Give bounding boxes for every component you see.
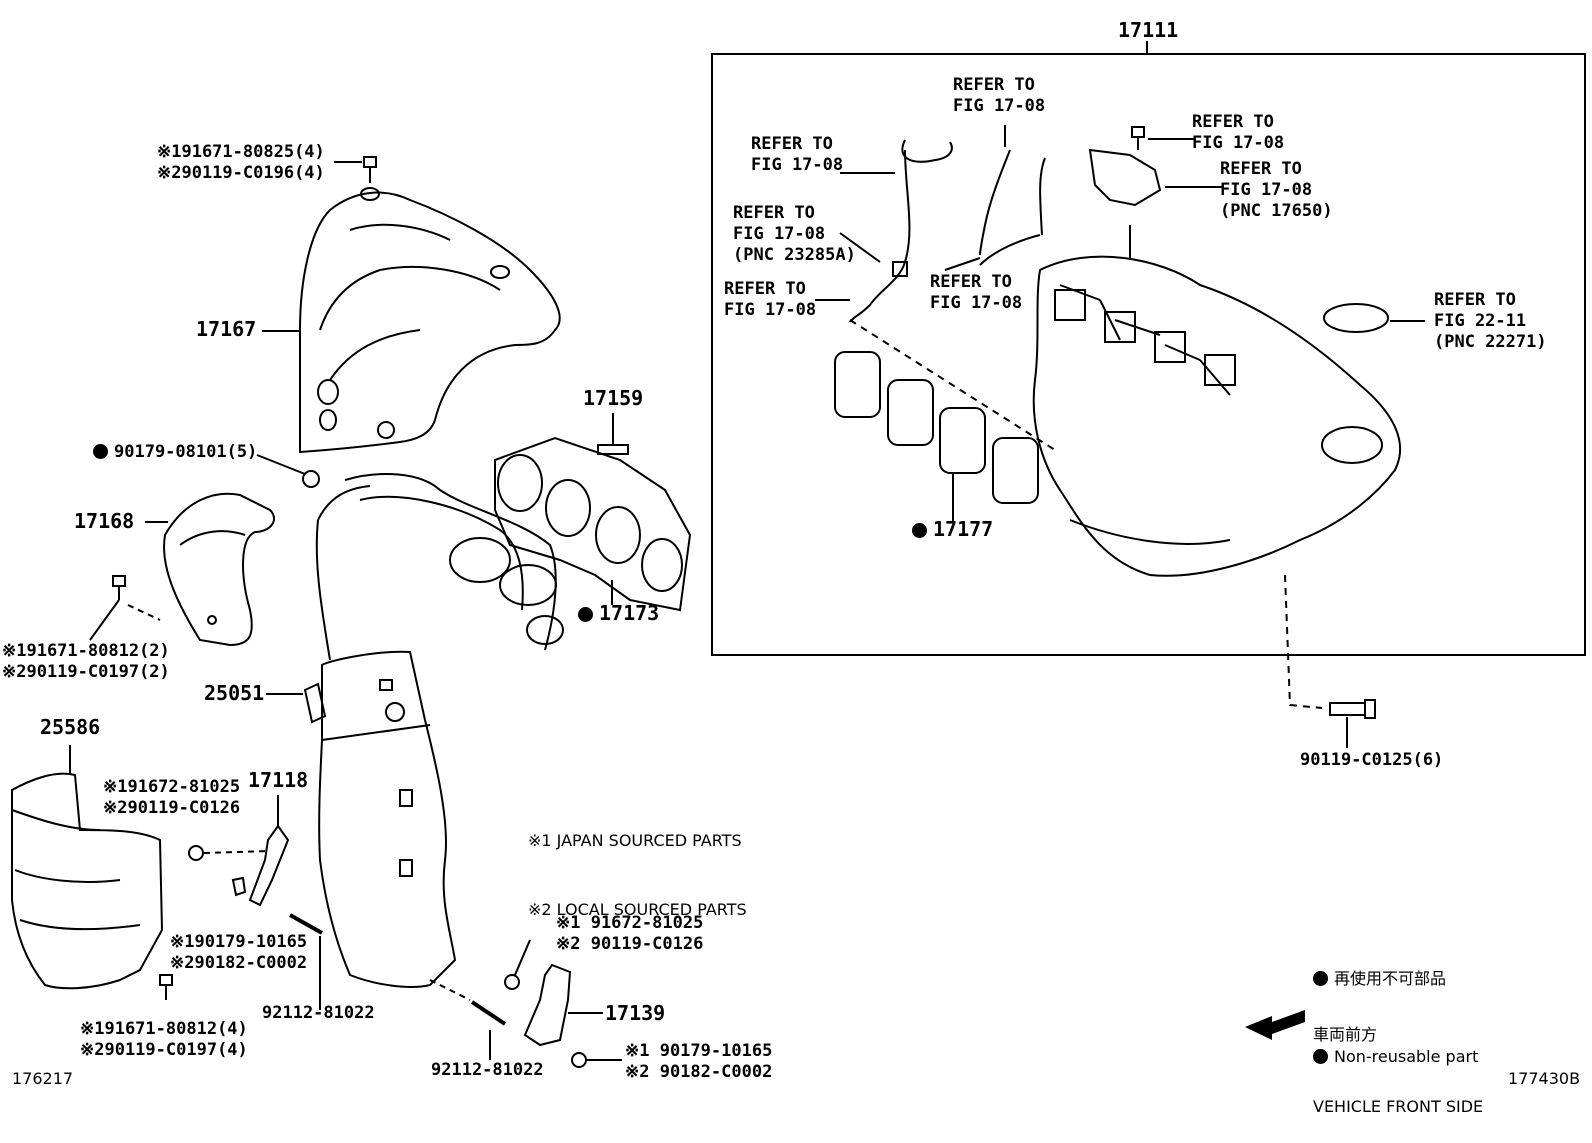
heat-shield-25586	[11, 772, 164, 990]
legend-nonreusable-jp: 再使用不可部品	[1313, 966, 1478, 992]
legend-front: 車両前方 VEHICLE FRONT SIDE	[1313, 975, 1483, 1143]
label-17167: 17167	[196, 317, 257, 341]
hose-c	[979, 149, 1011, 256]
heat-shield-17168	[163, 492, 275, 647]
label-bolt-17139: ※1 91672-81025※2 90119-C0126	[556, 913, 704, 954]
label-17118: 17118	[248, 768, 309, 792]
hose-b	[849, 149, 911, 323]
label-17173: 17173	[578, 603, 659, 624]
legend: 再使用不可部品 Non-reusable part	[1313, 914, 1478, 1096]
heat-insulator-17167	[299, 187, 561, 454]
label-17139: 17139	[605, 1001, 666, 1025]
front-arrow	[1245, 1010, 1305, 1040]
label-nut-17118: ※190179-10165※290182-C0002	[170, 932, 308, 973]
bracket-17118	[248, 824, 290, 907]
label-stud-left: 92112-81022	[262, 1003, 375, 1023]
nonreusable-marker-icon	[912, 523, 927, 538]
label-bolt-17168: ※191671-80812(2)※290119-C0197(2)	[2, 641, 170, 682]
nonreusable-marker-icon	[93, 444, 108, 459]
note-japan: ※1 JAPAN SOURCED PARTS	[528, 831, 742, 850]
nonreusable-marker-icon	[1313, 971, 1328, 986]
hose-d	[1039, 157, 1046, 236]
legend-front-jp: 車両前方	[1313, 1025, 1378, 1044]
label-bolt-top: ※191671-80825(4)※290119-C0196(4)	[157, 142, 325, 183]
label-25586: 25586	[40, 715, 101, 739]
nonreusable-marker-icon	[578, 607, 593, 622]
exhaust-manifold	[315, 473, 564, 661]
label-17159: 17159	[583, 386, 644, 410]
hose-a	[901, 139, 953, 163]
label-nut-heat-insulator: 90179-08101(5)	[93, 442, 257, 463]
label-17168: 17168	[74, 509, 135, 533]
label-stud-right: 92112-81022	[431, 1060, 544, 1080]
label-bolt-17118: ※191672-81025※290119-C0126	[103, 777, 241, 818]
gaskets-17177	[834, 351, 1039, 504]
label-nut-17139: ※1 90179-10165※2 90182-C0002	[625, 1041, 773, 1082]
label-25051: 25051	[204, 681, 265, 705]
gasket-17173	[494, 436, 692, 612]
note-local: ※2 LOCAL SOURCED PARTS	[528, 900, 747, 919]
label-17177: 17177	[912, 519, 993, 540]
legend-nonreusable-en: Non-reusable part	[1313, 1044, 1478, 1070]
nonreusable-marker-icon	[1313, 1049, 1328, 1064]
parts-diagram	[11, 41, 1586, 1068]
hose-e	[979, 234, 1041, 266]
label-bolt-manifold: 90119-C0125(6)	[1300, 750, 1444, 770]
bracket-17139	[523, 963, 572, 1047]
label-17111: 17111	[1118, 18, 1179, 42]
catalytic-converter-25051	[303, 650, 457, 988]
intake-manifold-17111	[1032, 225, 1401, 577]
sourcing-notes: ※1 JAPAN SOURCED PARTS ※2 LOCAL SOURCED …	[528, 783, 747, 944]
label-bolt-25586: ※191671-80812(4)※290119-C0197(4)	[80, 1019, 248, 1060]
footer-right-code: 177430B	[1508, 1069, 1581, 1088]
group-box-17111	[711, 53, 1586, 656]
bolt-top	[363, 156, 377, 183]
footer-left-code: 176217	[12, 1069, 74, 1088]
